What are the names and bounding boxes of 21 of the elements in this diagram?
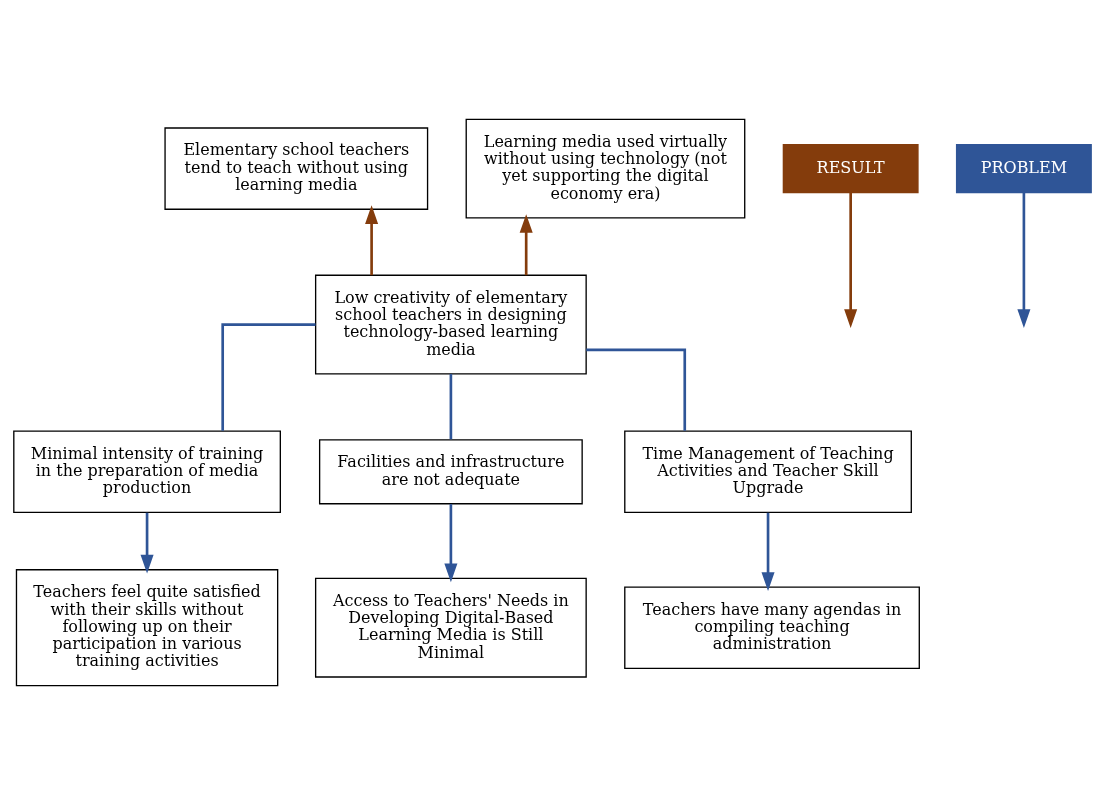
connector	[586, 348, 687, 431]
node-box: Time Management of Teaching Activities and Teacher Skill Upgrade	[624, 430, 912, 514]
node-box: Access to Teachers' Needs in Developing Digital-Based Learning Media is Still Minimal	[314, 577, 587, 678]
node-box: Teachers feel quite satisfied with their skills without following up on their participation in various training activities	[15, 569, 279, 687]
connector	[449, 374, 453, 440]
node-box: Teachers have many agendas in compiling teaching administration	[624, 586, 920, 669]
arrow	[844, 192, 858, 328]
arrow	[444, 504, 458, 583]
node-box: Facilities and infrastructure are not adequate	[318, 439, 583, 505]
arrow	[519, 214, 533, 276]
node-box: Learning media used virtually without using technology (not yet supporting the digital economy era)	[465, 118, 746, 219]
arrow	[1017, 192, 1031, 328]
node-box: RESULT	[782, 144, 919, 194]
arrow	[761, 512, 775, 592]
node-box: Minimal intensity of training in the preparation of media production	[13, 430, 281, 514]
node-box: Elementary school teachers tend to teach without using learning media	[164, 127, 429, 210]
node-box: PROBLEM	[955, 144, 1092, 194]
connector	[221, 323, 316, 431]
arrow	[365, 205, 379, 276]
node-box: Low creativity of elementary school teachers in designing technology-based learning media	[314, 274, 587, 375]
arrow	[140, 512, 154, 574]
